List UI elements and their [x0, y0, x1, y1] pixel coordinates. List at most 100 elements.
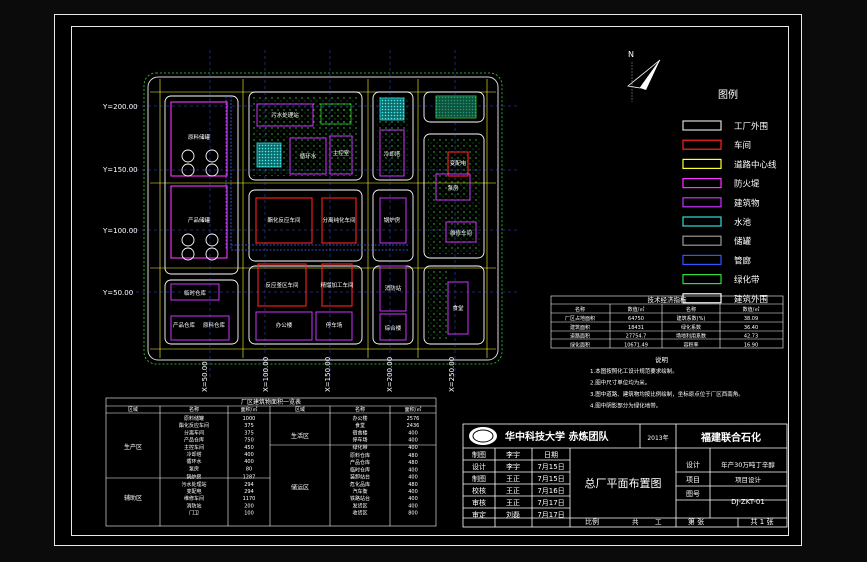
tech-table-cell: 建筑面积: [570, 324, 590, 331]
legend-item-label: 储罐: [734, 236, 752, 247]
legend-item-label: 绿化带: [734, 275, 760, 286]
area-table-cell: 100: [244, 511, 254, 517]
area-table-cell: 480: [408, 460, 418, 466]
title-name: 王正: [506, 499, 520, 507]
design-label: 设计: [686, 460, 700, 469]
area-table-cell: 发货区: [352, 502, 367, 509]
area-table-cell: 400: [408, 445, 418, 451]
area-table-cell: 400: [408, 438, 418, 444]
area-table-cell: 办公楼: [352, 415, 367, 422]
site-label-product_store: 产品储罐: [188, 216, 211, 224]
title-competition: 福建联合石化: [700, 431, 761, 444]
tech-table-header: 名称: [686, 306, 696, 313]
legend-item-label: 防火堤: [734, 179, 760, 190]
green-belt-outline: [143, 72, 503, 365]
title-role: 制图: [472, 450, 486, 459]
site-label-boiler: 锅炉房: [384, 216, 401, 224]
site-label-circulating_water: 循环水: [300, 152, 317, 160]
title-date: 7月15日: [537, 475, 564, 483]
area-table-grid: [105, 397, 437, 527]
area-table-cell: 294: [244, 482, 254, 488]
site-label-temp_storage: 临时仓库: [184, 289, 207, 297]
legend-swatch: [682, 139, 722, 150]
tech-table-cell: 42.73: [744, 334, 758, 340]
axis-y-label: Y=100.00: [102, 227, 138, 235]
legend-item-label: 道路中心线: [734, 159, 777, 170]
area-table-cell: 锅炉房: [186, 474, 201, 481]
tech-table-header: 数值/㎡: [743, 306, 760, 313]
buildings: [170, 103, 477, 341]
legend-item-label: 工厂外围: [734, 121, 768, 132]
title-name: 刘磊: [506, 510, 520, 519]
area-table-header: 面积/㎡: [241, 406, 258, 413]
site-label-workshop_b: 精馏加工车间: [320, 281, 353, 289]
axis-x-label: X=100.00: [262, 357, 270, 392]
tech-table-cell: 16.90: [744, 342, 758, 348]
drawing-no-label: 图号: [686, 490, 700, 498]
title-name: 李宇: [506, 462, 520, 471]
tech-table-title: 技术经济指标: [648, 295, 688, 304]
area-table-zone: 储运区: [291, 483, 309, 491]
site-label-maintenance: 维修车间: [450, 229, 472, 237]
tech-table-header: 名称: [575, 306, 585, 313]
area-table-cell: 装卸站台: [350, 474, 370, 481]
area-table-cell: 1287: [243, 475, 256, 481]
area-table-cell: 800: [408, 511, 418, 517]
note-item: 4.图中阴影部分为绿化地带。: [590, 402, 661, 410]
area-table-cell: 200: [244, 503, 254, 509]
title-role: 校核: [472, 486, 486, 495]
area-table-cell: 危化品库: [350, 481, 370, 488]
scale-label: 比例: [585, 517, 599, 526]
axis-x-label: X=50.00: [201, 361, 209, 392]
site-label-separation: 分离纯化车间: [322, 216, 355, 224]
site-label-power: 变配电: [450, 159, 467, 167]
area-table-cell: 480: [408, 453, 418, 459]
area-table-cell: 400: [408, 496, 418, 502]
area-table-cell: 400: [408, 503, 418, 509]
area-table-cell: 原料储罐: [184, 415, 204, 422]
site-label-fire_station: 消防站: [385, 284, 402, 292]
tech-table-cell: 38.09: [744, 316, 758, 322]
area-table-cell: 400: [408, 467, 418, 473]
area-table-cell: 消防站: [186, 502, 201, 509]
tech-table-cell: 10671.49: [624, 342, 648, 348]
legend-swatch: [682, 254, 722, 265]
site-label-raw_warehouse: 原料仓库: [203, 321, 226, 329]
legend-swatch: [682, 178, 722, 189]
area-table-header: 名称: [355, 406, 365, 413]
area-table-header: 区域: [295, 406, 305, 413]
site-label-raw_store: 原料储罐: [188, 133, 211, 141]
legend-title: 图例: [718, 88, 738, 101]
inner-border: [71, 26, 789, 536]
legend-item-label: 水池: [734, 217, 752, 228]
legend-swatches: [682, 120, 722, 304]
tech-table-header: 数值/㎡: [628, 306, 645, 313]
sheet-total: 共 1 张: [751, 517, 774, 526]
tech-table-cell: 道路面积: [570, 333, 590, 340]
title-name: 李宇: [506, 450, 520, 459]
area-table-cell: 临时仓库: [350, 466, 370, 473]
area-table-cell: 分离车间: [184, 429, 204, 436]
fire-dikes: [170, 101, 228, 259]
drawing-title: 总厂平面布置图: [585, 476, 662, 490]
site-label-workshop_a: 反应釜区车间: [265, 281, 298, 289]
area-table-cell: 泵房: [189, 465, 199, 472]
storage-tanks: [181, 149, 219, 261]
legend-swatch: [682, 197, 722, 208]
area-table-cell: 产品仓库: [184, 437, 204, 444]
area-table-cell: 维修车间: [184, 495, 204, 502]
site-label-admin: 综合楼: [385, 324, 402, 332]
tech-table-cell: 18431: [628, 325, 644, 331]
area-table-cell: 1170: [243, 496, 256, 502]
area-table-cell: 2576: [407, 416, 420, 422]
area-table-cell: 1000: [243, 416, 256, 422]
title-date: 7月15日: [537, 463, 564, 471]
legend-item-label: 建筑物: [734, 198, 760, 209]
legend-swatch: [682, 274, 722, 285]
area-table-cell: 收货区: [352, 510, 367, 517]
area-table-zone: 辅助区: [124, 494, 142, 502]
title-year: 2013年: [647, 434, 668, 442]
area-table-cell: 480: [408, 482, 418, 488]
tech-table-grid: [550, 295, 784, 349]
